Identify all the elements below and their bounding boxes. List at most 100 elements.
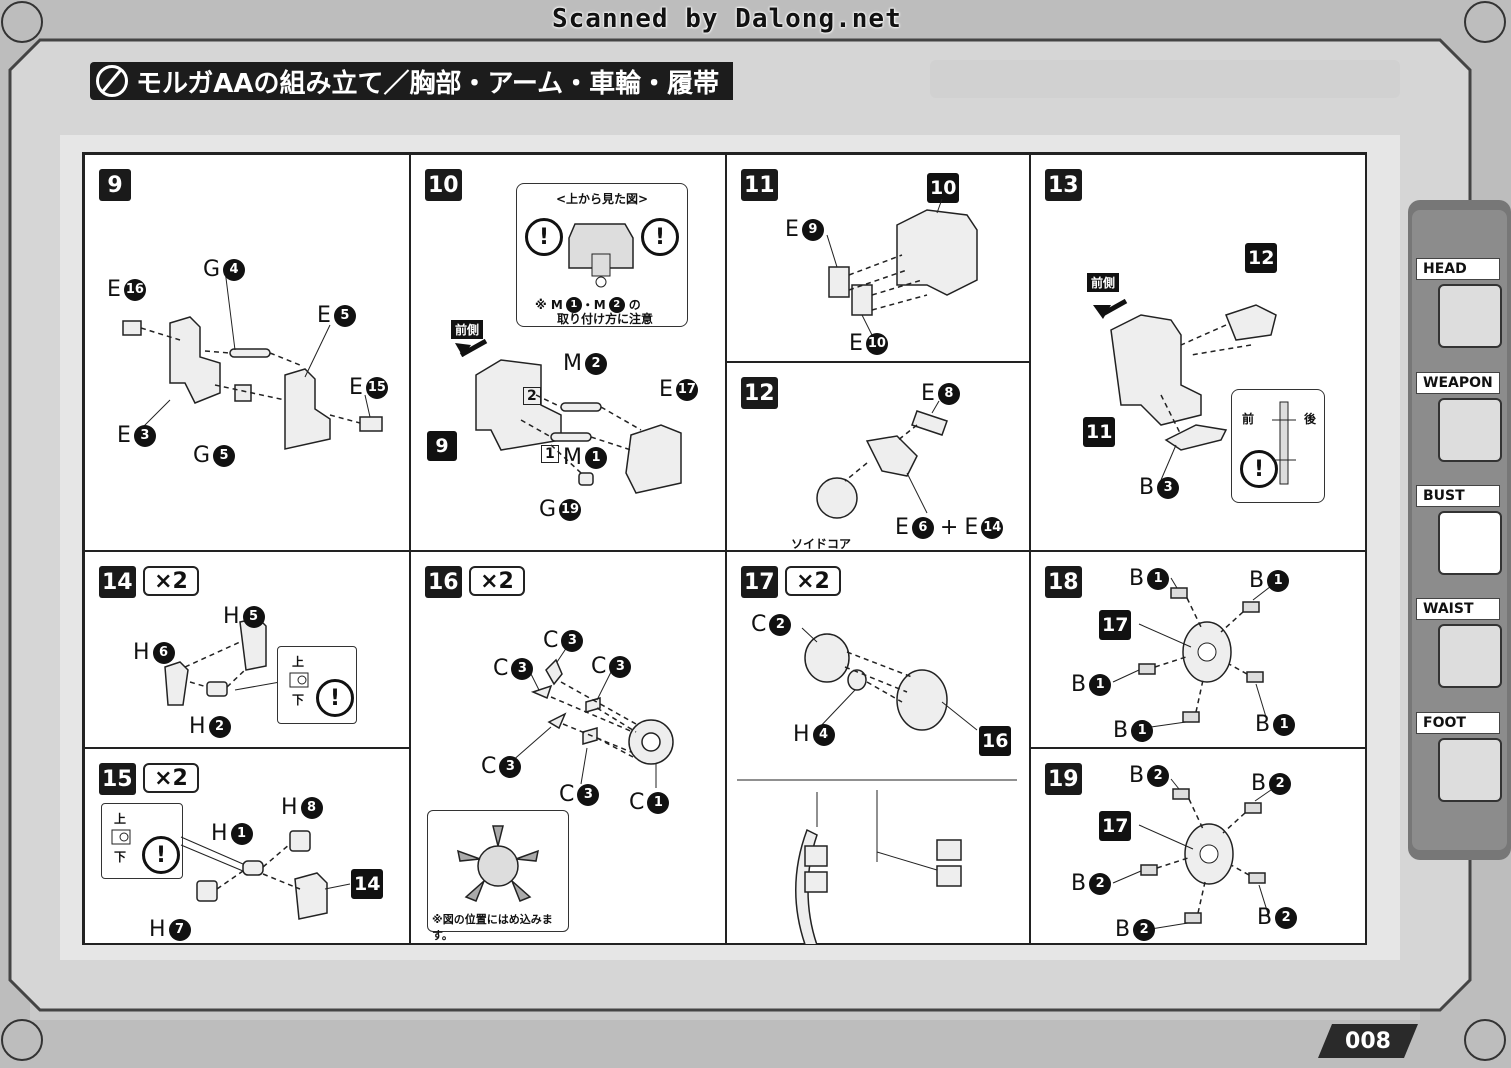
step-15-diagram bbox=[180, 830, 351, 920]
orientation-note: 上 下 ! bbox=[277, 646, 357, 724]
front-label: 前側 bbox=[1087, 273, 1120, 292]
quantity-multiplier: ×2 bbox=[785, 566, 841, 596]
ref-step-17: 17 bbox=[1099, 811, 1132, 841]
orientation-note: 上 下 ! bbox=[101, 803, 183, 879]
placement-diagram bbox=[457, 825, 539, 902]
orientation-diagram bbox=[289, 672, 309, 688]
orientation-diagram bbox=[111, 829, 131, 845]
head-icon bbox=[1438, 284, 1502, 348]
bust-icon bbox=[1438, 511, 1502, 575]
step-19: 19 17 bbox=[1030, 748, 1367, 945]
warning-icon: ! bbox=[316, 679, 354, 717]
position-marker-1: 1 bbox=[541, 445, 559, 463]
side-tab-foot[interactable]: FOOT bbox=[1416, 712, 1506, 802]
bleed-through-title bbox=[930, 60, 1400, 98]
quantity-multiplier: ×2 bbox=[143, 763, 199, 793]
warning-icon: ! bbox=[1240, 450, 1278, 488]
step-18: 18 17 bbox=[1030, 551, 1367, 748]
front-label: 前側 bbox=[451, 320, 484, 339]
orientation-diagram bbox=[1272, 401, 1296, 485]
ref-step-17: 17 bbox=[1099, 610, 1132, 640]
foot-icon bbox=[1438, 738, 1502, 802]
quantity-multiplier: ×2 bbox=[469, 566, 525, 596]
quantity-multiplier: ×2 bbox=[143, 566, 199, 596]
zoid-core-label: ソイドコア bbox=[791, 537, 852, 551]
waist-icon bbox=[1438, 624, 1502, 688]
side-tab-weapon[interactable]: WEAPON bbox=[1416, 372, 1506, 462]
step-17-diagram bbox=[737, 627, 1017, 944]
step-11-diagram bbox=[826, 198, 978, 336]
mount-note-line2: 取り付け方に注意 bbox=[557, 312, 654, 326]
step-17: 17 ×2 bbox=[726, 551, 1030, 945]
ref-step-9: 9 bbox=[427, 431, 457, 461]
page-title: モルガAAの組み立て／胸部・アーム・車輪・履帯 bbox=[90, 62, 734, 100]
side-tab-head[interactable]: HEAD bbox=[1416, 258, 1506, 348]
weapon-icon bbox=[1438, 398, 1502, 462]
warning-icon: ! bbox=[142, 836, 180, 874]
ref-step-10: 10 bbox=[927, 173, 960, 203]
page-number: 008 bbox=[1318, 1024, 1418, 1058]
side-tab-waist[interactable]: WAIST bbox=[1416, 598, 1506, 688]
warning-icon: ! bbox=[641, 218, 679, 256]
step-18-diagram bbox=[1112, 577, 1280, 728]
step-15: 15 ×2 上 下 ! bbox=[84, 748, 410, 945]
position-marker-2: 2 bbox=[523, 387, 541, 405]
step-14-diagram bbox=[164, 617, 281, 706]
ref-step-11: 11 bbox=[1083, 417, 1116, 447]
step-16: 16 ×2 bbox=[410, 551, 726, 945]
placement-note: ※図の位置にはめ込みます。 bbox=[427, 810, 569, 942]
side-tab-bust[interactable]: BUST bbox=[1416, 485, 1506, 575]
step-12-diagram bbox=[816, 400, 948, 519]
step-10-diagram bbox=[455, 338, 682, 494]
scan-credit: Scanned by Dalong.net bbox=[552, 4, 902, 34]
step-9-diagram bbox=[122, 269, 383, 450]
step-19-diagram bbox=[1112, 778, 1282, 930]
ref-step-14: 14 bbox=[351, 869, 384, 899]
step-16-diagram bbox=[510, 643, 674, 788]
warning-icon: ! bbox=[525, 218, 563, 256]
step-13-diagram bbox=[1093, 298, 1277, 481]
section-icon bbox=[96, 65, 128, 97]
